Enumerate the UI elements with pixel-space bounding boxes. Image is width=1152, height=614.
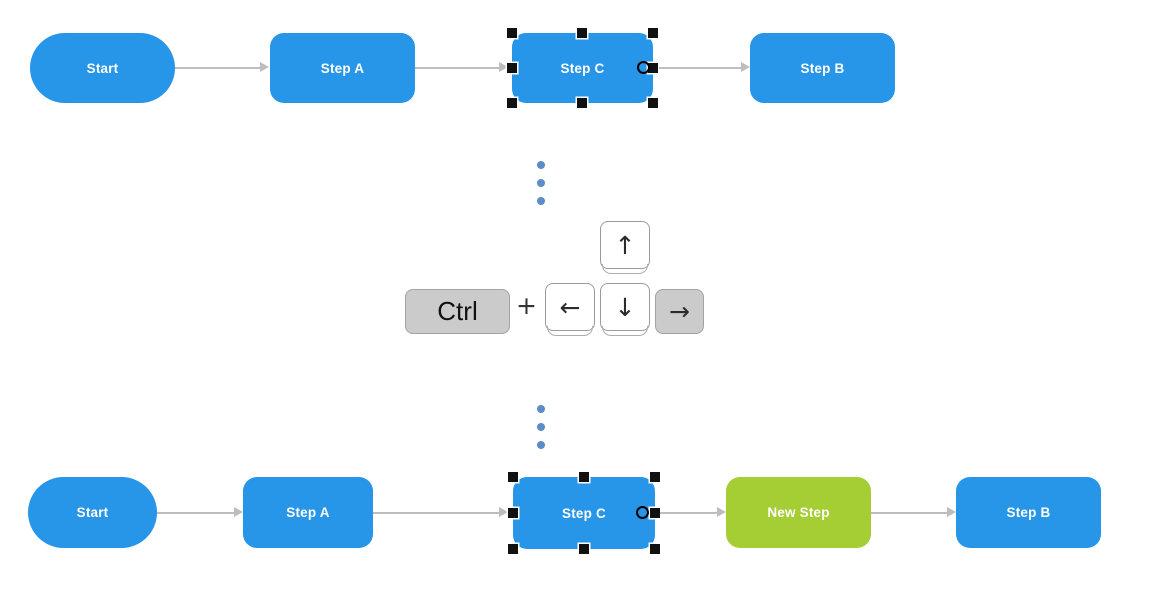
key-ctrl: Ctrl xyxy=(405,289,510,334)
selection-handle-bottom-center[interactable] xyxy=(577,98,587,108)
connector-line xyxy=(659,67,741,69)
flow-node-step-c-after[interactable]: Step C xyxy=(513,477,655,549)
node-label: Start xyxy=(76,505,109,520)
connector-line xyxy=(660,512,717,514)
flow-node-start-after[interactable]: Start xyxy=(28,477,157,548)
ellipsis-dot xyxy=(537,179,545,187)
selection-handle-top-center[interactable] xyxy=(577,28,587,38)
ellipsis-dot xyxy=(537,423,545,431)
selection-handle-top-left[interactable] xyxy=(508,472,518,482)
selection-handle-bottom-center[interactable] xyxy=(579,544,589,554)
arrow-left-icon: ← xyxy=(559,292,581,322)
connector-arrowhead-icon xyxy=(499,62,508,72)
node-label: Step A xyxy=(286,505,330,520)
connection-port-icon[interactable] xyxy=(636,506,649,519)
arrow-down-icon: ↓ xyxy=(614,292,636,322)
key-arrow-up: ↑ xyxy=(600,221,650,274)
node-label: New Step xyxy=(767,505,830,520)
connector-line xyxy=(373,512,499,514)
connector-line xyxy=(415,67,500,69)
selection-handle-bottom-left[interactable] xyxy=(507,98,517,108)
selection-handle-mid-left[interactable] xyxy=(507,63,517,73)
connector-arrowhead-icon xyxy=(717,507,726,517)
connector-arrowhead-icon xyxy=(499,507,508,517)
flow-node-step-c-before[interactable]: Step C xyxy=(512,33,653,103)
node-label: Step B xyxy=(1006,505,1051,520)
selection-handle-top-right[interactable] xyxy=(650,472,660,482)
ellipsis-dot xyxy=(537,197,545,205)
connector-arrowhead-icon xyxy=(234,507,243,517)
key-ctrl-label: Ctrl xyxy=(437,296,478,326)
selection-handle-top-left[interactable] xyxy=(507,28,517,38)
connector-line xyxy=(871,512,947,514)
key-arrow-right: → xyxy=(655,289,704,334)
selection-handle-top-right[interactable] xyxy=(648,28,658,38)
flow-node-step-b-after[interactable]: Step B xyxy=(956,477,1101,548)
node-label: Start xyxy=(86,60,119,76)
ellipsis-dot xyxy=(537,441,545,449)
ellipsis-dot xyxy=(537,405,545,413)
node-label: Step B xyxy=(800,60,845,76)
connector-line xyxy=(157,512,234,514)
node-label: Step A xyxy=(320,60,365,76)
selection-handle-bottom-left[interactable] xyxy=(508,544,518,554)
node-label: Step C xyxy=(560,60,605,76)
selection-handle-bottom-right[interactable] xyxy=(650,544,660,554)
connector-arrowhead-icon xyxy=(260,62,269,72)
selection-handle-top-center[interactable] xyxy=(579,472,589,482)
arrow-up-icon: ↑ xyxy=(614,230,636,260)
selection-handle-mid-right[interactable] xyxy=(650,508,660,518)
flow-node-step-a-after[interactable]: Step A xyxy=(243,477,373,548)
flow-node-step-a-before[interactable]: Step A xyxy=(270,33,415,103)
key-arrow-left: ← xyxy=(545,283,595,336)
selection-handle-bottom-right[interactable] xyxy=(648,98,658,108)
plus-sign: + xyxy=(516,291,537,320)
flow-node-step-b-before[interactable]: Step B xyxy=(750,33,895,103)
connection-port-icon[interactable] xyxy=(637,61,650,74)
node-label: Step C xyxy=(562,505,606,521)
selection-handle-mid-left[interactable] xyxy=(508,508,518,518)
ellipsis-dot xyxy=(537,161,545,169)
connector-arrowhead-icon xyxy=(947,507,956,517)
flow-node-start-before[interactable]: Start xyxy=(30,33,175,103)
arrow-right-icon: → xyxy=(669,297,690,326)
selection-handle-mid-right[interactable] xyxy=(648,63,658,73)
flow-node-new-step[interactable]: New Step xyxy=(726,477,871,548)
key-arrow-down: ↓ xyxy=(600,283,650,336)
connector-line xyxy=(175,67,260,69)
connector-arrowhead-icon xyxy=(741,62,750,72)
